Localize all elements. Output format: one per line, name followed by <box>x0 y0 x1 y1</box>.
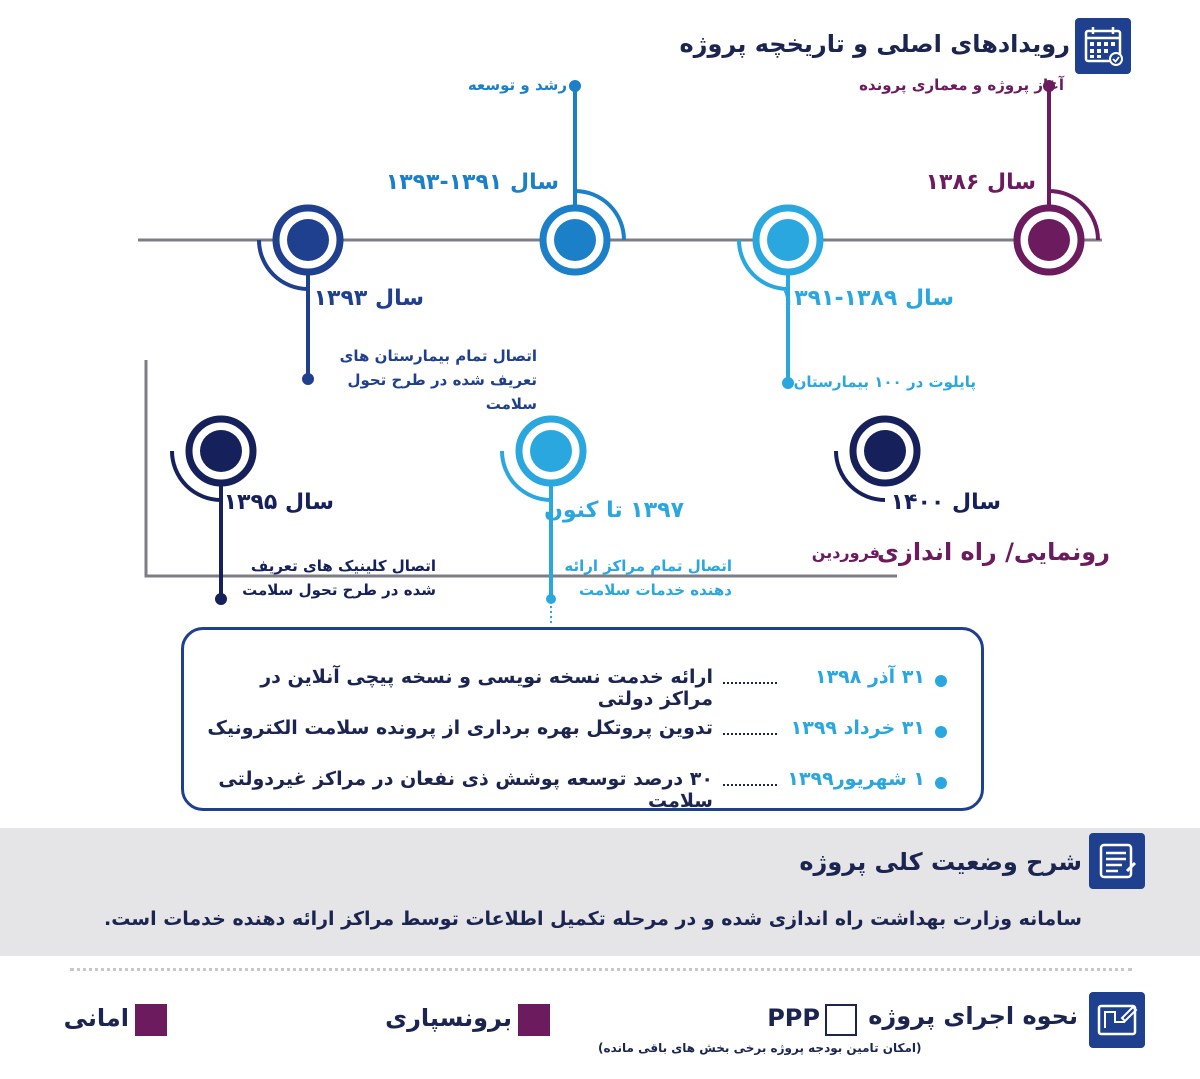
milestone-text: تدوین پروتکل بهره برداری از پرونده سلامت… <box>207 717 713 739</box>
milestone-row: ۱ شهریور۱۳۹۹ ۳۰ درصد توسعه پوشش ذی نفعان… <box>207 768 947 812</box>
milestone-text: ارائه خدمت نسخه نویسی و نسخه پیچی آنلاین… <box>260 666 713 710</box>
lower-bracket <box>144 360 897 578</box>
leader-line <box>723 784 777 786</box>
node-1400 <box>834 415 921 502</box>
milestone-row: ۳۱ آذر ۱۳۹۸ ارائه خدمت نسخه نویسی و نسخه… <box>207 666 947 710</box>
event-1391-desc: رشد و توسعه <box>467 76 567 94</box>
event-1386-desc: آغاز پروژه و معماری پرونده <box>859 76 1064 94</box>
status-band <box>0 828 1200 956</box>
bullet-icon <box>935 675 947 687</box>
timeline-graphics <box>138 80 1102 624</box>
checkbox-trust[interactable] <box>135 1004 167 1036</box>
event-1386-year: سال ۱۳۸۶ <box>925 170 1036 195</box>
blueprint-icon <box>1089 992 1145 1048</box>
node-1393 <box>257 204 344 385</box>
event-1400-title: رونمایی/ راه اندازی <box>877 538 1110 566</box>
milestone-date: ۱ شهریور۱۳۹۹ <box>787 768 925 790</box>
node-1391 <box>539 80 626 276</box>
event-1397-desc: اتصال تمام مراکز ارائه دهنده خدمات سلامت <box>564 557 732 599</box>
divider <box>70 968 1132 971</box>
calendar-icon <box>1075 18 1131 74</box>
document-icon <box>1089 833 1145 889</box>
event-1391-year: سال ۱۳۹۱-۱۳۹۳ <box>385 170 559 195</box>
event-1389-desc: پایلوت در ۱۰۰ بیمارستان <box>793 373 976 391</box>
option-trust-label: امانی <box>63 1004 129 1032</box>
checkbox-ppp[interactable] <box>825 1004 857 1036</box>
node-1386 <box>1013 80 1100 276</box>
event-1389-year: سال ۱۳۸۹-۱۳۹۱ <box>780 286 954 311</box>
milestones-box: ۳۱ آذر ۱۳۹۸ ارائه خدمت نسخه نویسی و نسخه… <box>181 627 984 812</box>
leader-line <box>723 733 777 735</box>
event-1400-year: سال ۱۴۰۰ <box>890 490 1001 515</box>
checkbox-outsourcing[interactable] <box>518 1004 550 1036</box>
option-outsourcing-label: برونسپاری <box>385 1004 512 1032</box>
timeline-title: رویدادهای اصلی و تاریخچه پروژه <box>679 30 1070 58</box>
status-title: شرح وضعیت کلی پروژه <box>799 848 1082 876</box>
milestone-date: ۳۱ خرداد ۱۳۹۹ <box>790 717 925 739</box>
status-body: سامانه وزارت بهداشت راه اندازی شده و در … <box>104 908 1082 930</box>
leader-line <box>723 682 777 684</box>
milestone-row: ۳۱ خرداد ۱۳۹۹ تدوین پروتکل بهره برداری ا… <box>207 717 947 747</box>
bullet-icon <box>935 777 947 789</box>
method-title: نحوه اجرای پروژه <box>868 1002 1078 1030</box>
option-ppp-note: (امکان تامین بودجه پروژه برخی بخش های با… <box>598 1041 922 1055</box>
event-1393-year: سال ۱۳۹۳ <box>313 286 424 311</box>
node-1395 <box>170 415 257 605</box>
bullet-icon <box>935 726 947 738</box>
event-1395-desc: اتصال کلینیک های تعریف شده در طرح تحول س… <box>242 557 436 599</box>
node-1389 <box>737 204 824 389</box>
event-1393-desc: اتصال تمام بیمارستان های تعریف شده در طر… <box>339 347 537 413</box>
milestone-text: ۳۰ درصد توسعه پوشش ذی نفعان در مراکز غیر… <box>218 768 713 812</box>
node-1397 <box>500 415 587 624</box>
event-1395-year: سال ۱۳۹۵ <box>223 490 334 515</box>
event-1400-month: فروردین <box>811 543 880 562</box>
milestone-date: ۳۱ آذر ۱۳۹۸ <box>814 666 925 688</box>
option-ppp-label: PPP <box>767 1004 820 1032</box>
event-1397-year: ۱۳۹۷ تا کنون <box>544 498 684 523</box>
